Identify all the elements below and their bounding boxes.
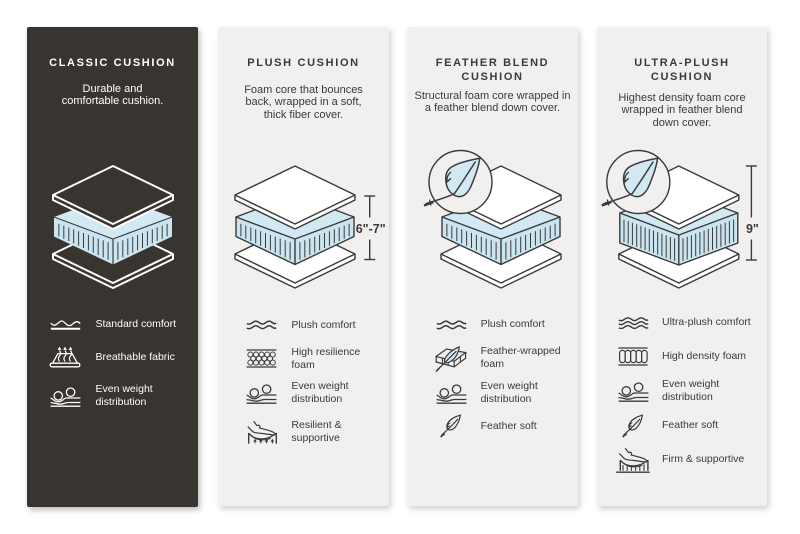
svg-text:6"-7": 6"-7" [356, 222, 386, 236]
svg-text:9": 9" [746, 222, 759, 236]
